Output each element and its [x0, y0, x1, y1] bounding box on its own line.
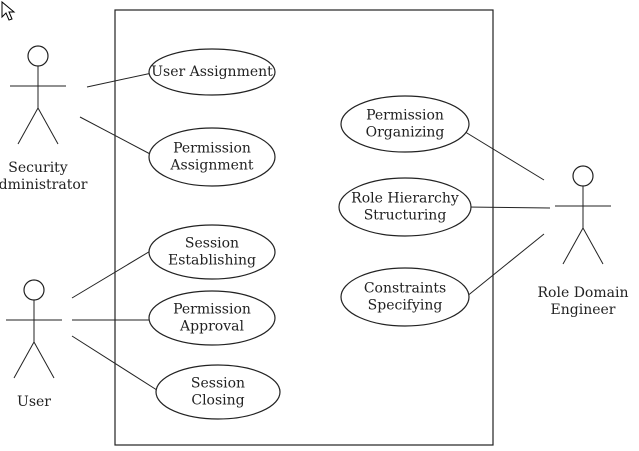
use-case-label-line-1: Session: [191, 376, 245, 392]
use-case-label-line-1: Permission: [173, 141, 251, 157]
actor-head: [27, 45, 49, 67]
use-case-label-line-2: Structuring: [364, 208, 447, 224]
actor-head: [572, 165, 594, 187]
actor-label-line-1: Role Domain: [538, 285, 629, 301]
association-user-session-closing: [71, 335, 161, 393]
actor-label-line-1: User: [17, 394, 51, 410]
use-case-label-line-1: Session: [185, 236, 239, 252]
association-engineer-constraints-specifying: [465, 233, 545, 298]
actor-head: [23, 279, 45, 301]
use-case-label-line-2: Establishing: [168, 253, 256, 269]
use-case-label-line-2: Closing: [191, 393, 244, 409]
actor-security: SecurityAdministrator: [0, 45, 88, 193]
use-case-ellipse: [148, 48, 276, 96]
use-case-label-line-2: Assignment: [169, 158, 254, 174]
use-case-ellipse: [148, 290, 276, 346]
actor-right-leg: [582, 227, 604, 265]
use-case-label-line-1: Permission: [366, 108, 444, 124]
use-case-label-line-1: Permission: [173, 302, 251, 318]
use-case-user-assignment[interactable]: User Assignment: [148, 48, 276, 96]
actor-left-leg: [13, 341, 35, 379]
use-case-ellipse: [155, 364, 281, 420]
use-case-label-line-2: Organizing: [366, 125, 445, 141]
association-security-permission-assignment: [79, 116, 153, 156]
actor-right-leg: [33, 341, 55, 379]
use-case-label-line-1: Role Hierarchy: [351, 191, 459, 207]
actor-label-line-2: Administrator: [0, 177, 88, 193]
actor-left-leg: [17, 107, 39, 145]
use-case-ellipse: [338, 177, 472, 237]
actor-label-line-2: Engineer: [551, 302, 616, 318]
actor-label-line-1: Security: [8, 160, 68, 176]
actor-user: User: [6, 279, 62, 410]
use-case-ellipse: [148, 127, 276, 187]
use-case-ellipse: [340, 95, 470, 153]
actor-right-leg: [37, 107, 59, 145]
association-user-session-establishing: [71, 249, 153, 299]
mouse-cursor-icon: [1, 0, 16, 21]
use-case-label-line-1: User Assignment: [151, 64, 273, 80]
use-case-label-line-2: Approval: [179, 319, 244, 335]
use-case-ellipse: [148, 224, 276, 280]
use-case-label-line-1: Constraints: [364, 281, 446, 297]
use-case-label-line-2: Specifying: [368, 298, 443, 314]
association-security-user-assignment: [86, 72, 153, 88]
association-engineer-role-hierarchy-structuring: [465, 206, 551, 209]
actor-left-leg: [562, 227, 584, 265]
use-case-ellipse: [340, 267, 470, 327]
association-engineer-permission-organizing: [461, 129, 545, 181]
